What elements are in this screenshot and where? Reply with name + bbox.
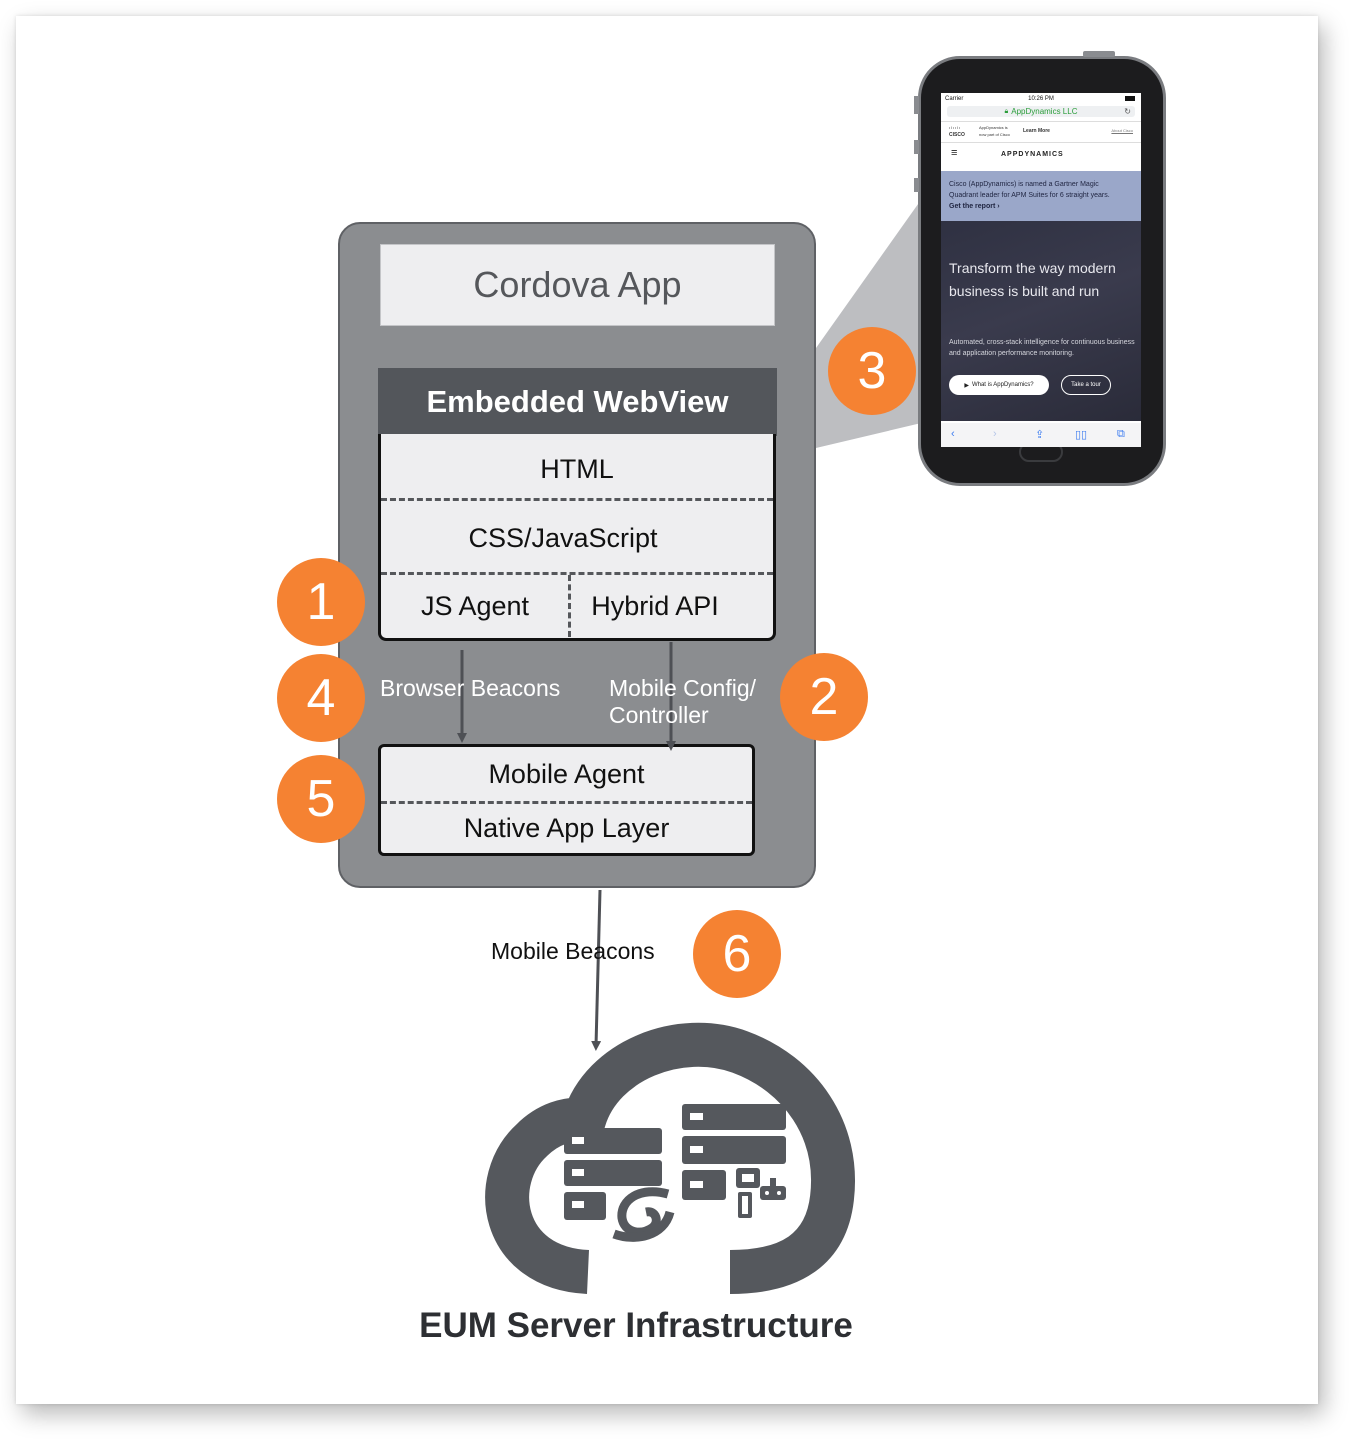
hero-title: Transform the way modern business is bui…	[949, 260, 1116, 299]
clock-label: 10:26 PM	[1028, 95, 1054, 102]
banner-line-1: Cisco (AppDynamics) is named a Gartner M…	[949, 181, 1099, 188]
play-icon: ▶	[964, 382, 969, 389]
js-agent-layer: JS Agent	[420, 590, 530, 621]
battery-icon	[1125, 96, 1135, 101]
appdynamics-swirl-icon	[612, 1187, 675, 1242]
gartner-banner[interactable]: Cisco (AppDynamics) is named a Gartner M…	[941, 171, 1141, 221]
hamburger-menu-icon[interactable]: ≡	[951, 147, 958, 159]
badge-6: 6	[693, 910, 781, 998]
browser-beacons-label: Browser Beacons	[380, 675, 561, 701]
learn-more-link[interactable]: Learn More	[1023, 128, 1050, 134]
divider	[381, 498, 773, 501]
banner-link[interactable]: Get the report ›	[949, 203, 1000, 210]
controller-label: Controller	[609, 702, 709, 728]
badge-3: 3	[828, 327, 916, 415]
about-cisco-link[interactable]: About Cisco	[1111, 128, 1133, 133]
site-nav: ≡ APPDYNAMICS	[941, 143, 1141, 165]
phone-power-button	[1083, 51, 1115, 57]
badge-2: 2	[780, 653, 868, 741]
share-icon[interactable]: ⇪	[1035, 429, 1045, 441]
cisco-note-2: now part of Cisco	[979, 132, 1010, 137]
eum-cloud-icon	[485, 1022, 855, 1294]
safari-toolbar: ‹ › ⇪ ▯▯ ⧉	[941, 423, 1141, 447]
hybrid-api-layer: Hybrid API	[591, 590, 719, 621]
forward-icon[interactable]: ›	[993, 428, 997, 440]
native-stack-box: Mobile Agent Native App Layer	[378, 744, 755, 856]
badge-4: 4	[277, 654, 365, 742]
take-a-tour-button[interactable]: Take a tour	[1061, 375, 1111, 395]
embedded-webview-header: Embedded WebView	[378, 368, 777, 436]
mobile-beacons-arrow	[591, 889, 602, 1051]
phone-volume-up	[914, 140, 919, 154]
cisco-logo-icon: ılıılı	[949, 125, 962, 130]
mobile-config-label: Mobile Config/	[609, 675, 757, 701]
carrier-label: Carrier	[945, 95, 964, 102]
native-app-layer: Native App Layer	[463, 812, 670, 843]
cisco-note-1: AppDynamics is	[979, 125, 1008, 130]
eum-server-title: EUM Server Infrastructure	[419, 1306, 853, 1345]
css-javascript-layer: CSS/JavaScript	[468, 522, 658, 553]
cisco-bar: ılıılı CISCO AppDynamics is now part of …	[941, 121, 1141, 143]
cordova-app-title: Cordova App	[380, 244, 775, 326]
url-text: AppDynamics LLC	[1011, 107, 1078, 116]
hero-section: Transform the way modern business is bui…	[941, 221, 1141, 421]
hero-subtitle: Automated, cross-stack intelligence for …	[949, 339, 1135, 357]
what-is-appdynamics-button[interactable]: ▶ What is AppDynamics?	[949, 375, 1049, 395]
phone-screen: Carrier 10:26 PM 🔒︎ AppDynamics LLC ↻ ıl…	[941, 93, 1141, 447]
appdynamics-logo[interactable]: APPDYNAMICS	[1001, 151, 1064, 158]
status-bar: Carrier 10:26 PM	[941, 93, 1141, 104]
divider	[381, 801, 752, 804]
divider	[568, 575, 571, 637]
mobile-agent-layer: Mobile Agent	[488, 758, 645, 789]
url-bar[interactable]: 🔒︎ AppDynamics LLC ↻	[947, 106, 1135, 117]
badge-1: 1	[277, 558, 365, 646]
tabs-icon[interactable]: ⧉	[1117, 428, 1125, 440]
server-stack-right-icon	[682, 1104, 786, 1200]
cisco-brand: CISCO	[949, 132, 965, 138]
embedded-webview-body: HTML CSS/JavaScript JS Agent Hybrid API	[378, 434, 776, 641]
html-layer: HTML	[540, 453, 614, 484]
server-stack-left-icon	[564, 1128, 662, 1220]
reload-icon[interactable]: ↻	[1124, 107, 1131, 116]
what-is-appdynamics-label: What is AppDynamics?	[971, 382, 1034, 388]
device-and-robot-icon	[736, 1168, 786, 1218]
phone-side-button	[914, 96, 919, 114]
badge-5: 5	[277, 755, 365, 843]
mobile-beacons-label: Mobile Beacons	[491, 938, 655, 964]
back-icon[interactable]: ‹	[951, 428, 955, 440]
phone-volume-down	[914, 178, 919, 192]
banner-line-2: Quadrant leader for APM Suites for 6 str…	[949, 192, 1110, 199]
bookmarks-icon[interactable]: ▯▯	[1075, 429, 1088, 441]
divider	[381, 572, 773, 575]
lock-icon: 🔒︎	[1004, 107, 1009, 115]
